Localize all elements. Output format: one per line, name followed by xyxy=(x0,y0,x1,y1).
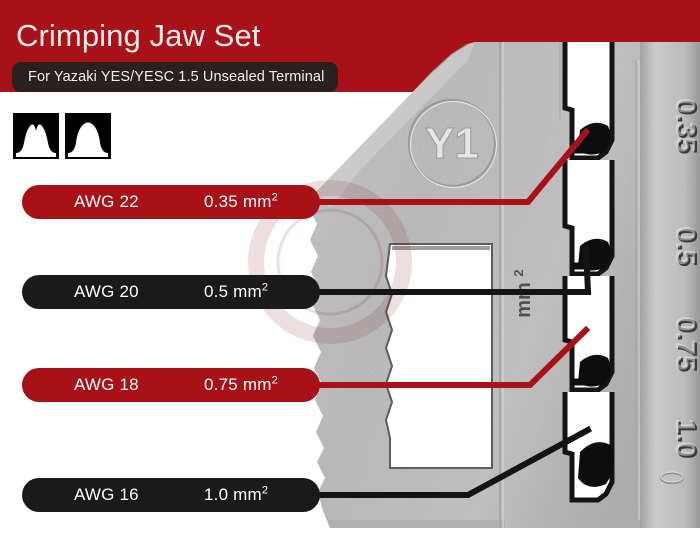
callout-awg16-unit: mm xyxy=(233,485,262,504)
subtitle-pill: For Yazaki YES/YESC 1.5 Unsealed Termina… xyxy=(12,62,339,92)
callout-awg20-gauge: AWG 20 xyxy=(74,282,139,301)
callout-awg22[interactable]: AWG 22 0.35 mm2 xyxy=(22,185,320,219)
callout-awg22-unit-sup: 2 xyxy=(271,191,278,204)
callout-awg22-gauge: AWG 22 xyxy=(74,192,139,211)
callout-awg18-unit: mm xyxy=(242,375,272,394)
die-markings: 0.35 0.5 0.75 1.0 xyxy=(672,100,700,459)
svg-text:mm: mm xyxy=(513,282,535,318)
jaw-bevel-edge xyxy=(429,43,469,75)
jaw-marking-rail xyxy=(640,42,700,528)
callout-awg22-unit: mm xyxy=(242,192,272,211)
callout-awg20-area: 0.5 mm2 xyxy=(204,282,268,302)
callout-awg16-unit-sup: 2 xyxy=(261,484,269,497)
callout-awg18-unit-sup: 2 xyxy=(271,374,278,387)
jaw-stamp-label: Y1 xyxy=(425,119,479,168)
callout-awg16-gauge: AWG 16 xyxy=(74,485,139,504)
die-marking-3-hl: 1.0 xyxy=(670,418,700,457)
die-markings-highlight: 0.35 0.5 0.75 1.0 xyxy=(670,98,700,457)
page-title: Crimping Jaw Set xyxy=(16,18,261,53)
callout-awg18[interactable]: AWG 18 0.75 mm2 xyxy=(22,368,320,402)
crimp-notch-0.5 xyxy=(562,160,615,277)
callout-awg16[interactable]: AWG 16 1.0 mm2 xyxy=(22,478,320,512)
callout-awg16-area-value: 1.0 xyxy=(204,485,229,504)
crimp-profile-icons xyxy=(13,113,111,159)
die-marking-2-hl: 0.75 xyxy=(670,316,700,371)
callout-awg16-area: 1.0 mm2 xyxy=(204,485,268,505)
callout-awg18-area-value: 0.75 xyxy=(204,375,238,394)
crimp-notch-1.0 xyxy=(562,392,615,503)
crimp-notch-0.75 xyxy=(562,276,615,393)
callout-awg20-unit: mm xyxy=(233,282,262,301)
die-marking-1-hl: 0.5 xyxy=(670,226,700,265)
subtitle-text: For Yazaki YES/YESC 1.5 Unsealed Termina… xyxy=(28,69,325,85)
o-crimp-profile-icon xyxy=(65,113,111,159)
crimp-notch-0.35 xyxy=(562,42,615,161)
jaw-dimple-highlight xyxy=(660,471,684,483)
die-marking-0: 0.35 xyxy=(672,100,700,155)
callout-awg20-unit-sup: 2 xyxy=(261,281,269,294)
callout-awg22-area-value: 0.35 xyxy=(204,192,238,211)
b-crimp-profile-icon xyxy=(13,113,59,159)
callout-awg20[interactable]: AWG 20 0.5 mm2 xyxy=(22,275,320,309)
callout-awg22-area: 0.35 mm2 xyxy=(204,192,278,212)
die-marking-3: 1.0 xyxy=(672,420,700,459)
die-marking-2: 0.75 xyxy=(672,318,700,373)
svg-text:2: 2 xyxy=(511,269,526,276)
die-marking-1: 0.5 xyxy=(672,228,700,267)
callout-awg18-gauge: AWG 18 xyxy=(74,375,139,394)
callout-awg18-area: 0.75 mm2 xyxy=(204,375,278,395)
die-marking-0-hl: 0.35 xyxy=(670,98,700,153)
callout-awg20-area-value: 0.5 xyxy=(204,282,229,301)
